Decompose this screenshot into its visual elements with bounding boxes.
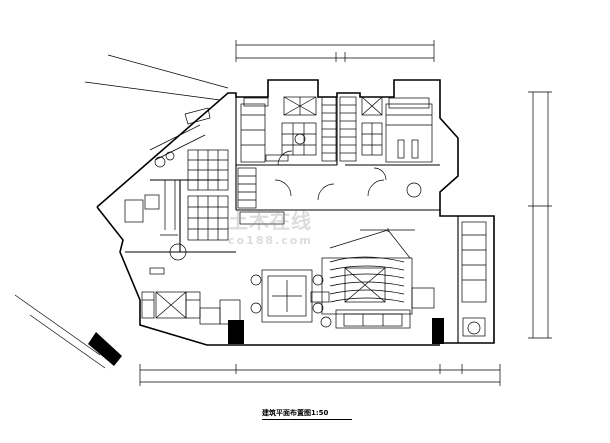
- structural-columns: [228, 318, 444, 344]
- corridor-fixtures: [237, 167, 385, 225]
- bedroom-right-furniture: [339, 96, 433, 198]
- living-room-furniture: [310, 228, 435, 329]
- interior-walls: [125, 97, 459, 343]
- top-dimension-lines: [235, 40, 435, 62]
- right-dimension-lines: [528, 91, 552, 339]
- caption-underline: [262, 419, 352, 420]
- kitchen-bath-fixtures: [124, 107, 229, 275]
- balcony-fixtures: [461, 221, 487, 337]
- exterior-walls: [96, 79, 495, 346]
- bottom-dimension-lines: [139, 364, 501, 386]
- dining-furniture: [250, 269, 324, 323]
- entrance-cabinets: [141, 291, 241, 325]
- bedroom-left-furniture: [240, 96, 337, 166]
- drawing-caption: 建筑平面布置图1:50: [262, 409, 329, 417]
- entrance-arrow-icon: [88, 332, 122, 366]
- diagonal-dimension-lines: [14, 54, 229, 369]
